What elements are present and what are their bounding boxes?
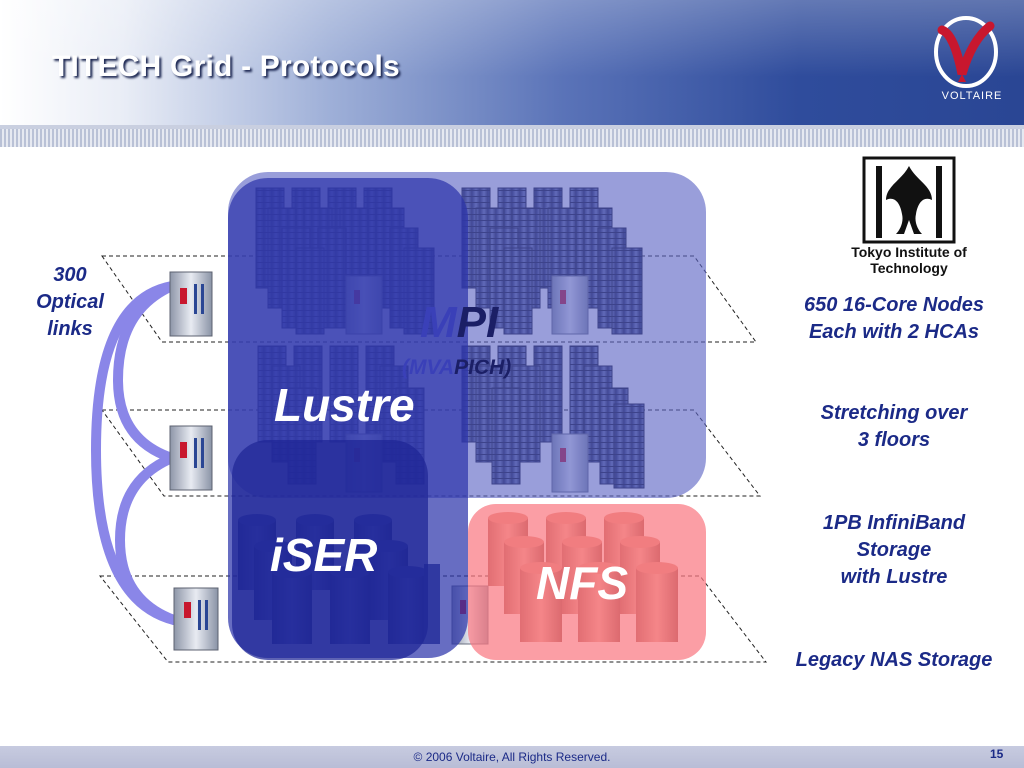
mvapich-label-suffix: PICH) [454, 356, 512, 379]
page-number: 15 [990, 747, 1004, 761]
mpi-label-prefix: M [420, 298, 457, 347]
nfs-region [468, 504, 706, 660]
switch-icon [169, 271, 213, 337]
optical-links-note: 300 Optical links [20, 262, 120, 343]
nodes-line1: 650 16-Core Nodes [803, 294, 985, 316]
tokyo-institute-logo-icon [862, 156, 956, 244]
nfs-label: NFS [536, 557, 628, 609]
nodes-line2: Each with 2 HCAs [808, 321, 980, 343]
slide-header [0, 0, 1024, 128]
slide-title: TITECH Grid - Protocols [52, 50, 400, 83]
optical-links [90, 281, 179, 625]
storage-line3: with Lustre [840, 566, 948, 588]
copyright-text: © 2006 Voltaire, All Rights Reserved. [413, 750, 611, 764]
tokyo-institute-logo-text: Tokyo Institute of Technology [851, 244, 967, 276]
legacy-note: Legacy NAS Storage [795, 649, 993, 671]
optical-line3: links [47, 318, 93, 340]
slide-footer [0, 746, 1024, 768]
voltaire-logo-text: VOLTAIRE [941, 90, 1003, 102]
edge-switches [169, 271, 219, 651]
header-gradient-overlay [0, 0, 1024, 128]
storage-line1: 1PB InfiniBand [822, 512, 966, 534]
switch-icon [169, 425, 213, 491]
mpi-label-suffix: PI [456, 298, 499, 347]
nodes-note: 650 16-Core Nodes Each with 2 HCAs [780, 292, 1008, 346]
voltaire-logo-icon [934, 16, 998, 88]
iser-region [232, 440, 428, 660]
header-divider-line [0, 125, 1024, 129]
iser-label: iSER [270, 529, 378, 581]
floors-line1: Stretching over [820, 402, 968, 424]
optical-count: 300 [53, 264, 87, 286]
storage-note: 1PB InfiniBand Storage with Lustre [780, 510, 1008, 591]
header-divider-stripes [0, 125, 1024, 147]
mpi-label: MPI [420, 298, 498, 348]
floors-note: Stretching over 3 floors [780, 400, 1008, 454]
optical-line2: Optical [36, 291, 104, 313]
lustre-label: Lustre [274, 379, 415, 431]
floors-line2: 3 floors [857, 429, 931, 451]
mvapich-label: (MVAPICH) [402, 356, 511, 380]
storage-line2: Storage [856, 539, 932, 561]
switch-icon [173, 587, 219, 651]
mvapich-label-prefix: (MVA [402, 356, 455, 379]
